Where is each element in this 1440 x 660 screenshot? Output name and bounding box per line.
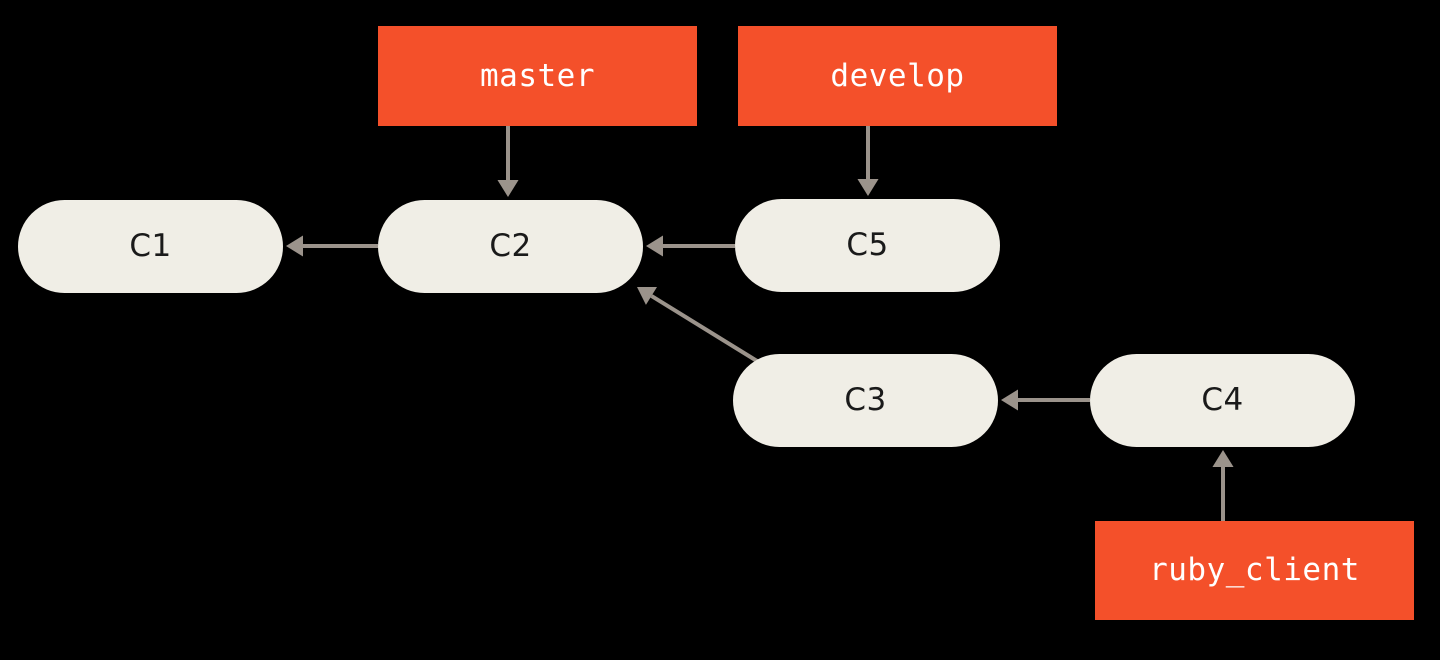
branch-name-text: ruby_client <box>1149 552 1360 588</box>
commit-label: C3 <box>844 382 887 418</box>
commit-node-c4[interactable]: C4 <box>1090 354 1355 447</box>
commit-label: C4 <box>1201 382 1244 418</box>
edge-c3-to-c2 <box>637 286 759 363</box>
arrowhead-icon <box>857 179 879 196</box>
arrowhead-icon <box>497 180 519 197</box>
edge-c4-to-c3 <box>1001 389 1090 411</box>
branch-label-master[interactable]: master <box>378 26 697 126</box>
edge-ruby_client-to-c4 <box>1212 450 1234 521</box>
branch-label-develop[interactable]: develop <box>738 26 1057 126</box>
branch-name-text: develop <box>830 57 965 94</box>
arrowhead-icon <box>286 235 303 257</box>
edge-c2-to-c1 <box>286 235 378 257</box>
edge-develop-to-c5 <box>857 126 879 196</box>
arrowhead-icon <box>1001 389 1018 411</box>
commit-node-c3[interactable]: C3 <box>733 354 998 447</box>
edge-master-to-c2 <box>497 126 519 197</box>
commit-label: C2 <box>489 228 532 264</box>
commit-label: C5 <box>846 227 889 263</box>
arrowhead-icon <box>1212 450 1234 467</box>
commit-node-c1[interactable]: C1 <box>18 200 283 293</box>
arrowhead-icon <box>646 235 663 257</box>
arrowhead-icon <box>637 286 658 305</box>
branch-name-text: master <box>480 57 595 94</box>
commit-label: C1 <box>129 228 172 264</box>
edge-line <box>650 294 759 363</box>
branch-label-ruby_client[interactable]: ruby_client <box>1095 521 1414 620</box>
edge-c5-to-c2 <box>646 235 735 257</box>
commit-node-c5[interactable]: C5 <box>735 199 1000 292</box>
commit-node-c2[interactable]: C2 <box>378 200 643 293</box>
